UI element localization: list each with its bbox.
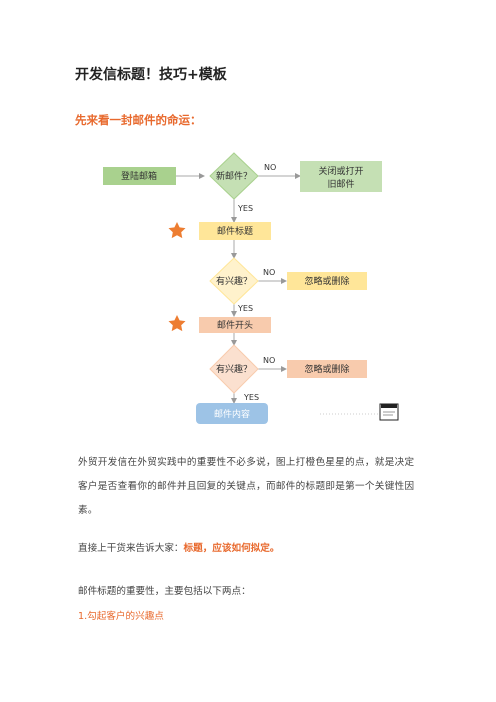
star-icon (168, 222, 186, 239)
section-subtitle: 先来看一封邮件的命运： (75, 113, 202, 127)
flow-yes1-label: YES (237, 204, 253, 213)
star-icon (168, 315, 186, 332)
importance-line: 邮件标题的重要性，主要包括以下两点： (78, 586, 251, 597)
flow-yes2-label: YES (237, 304, 253, 313)
flow-outcome1-line2: 旧邮件 (327, 178, 354, 190)
flow-no1-label: NO (264, 163, 276, 172)
flow-outcome3-label: 忽略或删除 (304, 363, 349, 375)
flow-decision3-label: 有兴趣？ (216, 363, 252, 375)
flow-start-box (103, 167, 176, 185)
flow-subject-box (199, 222, 271, 240)
flow-subject-label: 邮件标题 (217, 225, 253, 237)
guide-line-prefix: 直接上干货来告诉大家： (78, 543, 184, 554)
flow-decision2-diamond (209, 257, 259, 305)
flow-no3-label: NO (263, 356, 275, 365)
watermark-badge-icon (379, 403, 399, 421)
flow-decision1-diamond (209, 152, 259, 200)
flow-outcome1-line1: 关闭或打开 (318, 165, 363, 177)
flow-decision3-diamond (209, 344, 259, 394)
flow-decision2-label: 有兴趣？ (216, 275, 252, 287)
flow-no2-label: NO (263, 268, 275, 277)
flow-yes3-label: YES (243, 393, 259, 402)
flow-end-box (196, 403, 268, 424)
flow-end-label: 邮件内容 (214, 408, 250, 420)
flow-opening-label: 邮件开头 (217, 319, 253, 331)
intro-paragraph: 外贸开发信在外贸实践中的重要性不必多说，图上打橙色星星的点，就是决定客户是否查看… (78, 457, 415, 516)
flow-outcome3-box (287, 360, 367, 378)
flow-outcome2-label: 忽略或删除 (304, 275, 349, 287)
guide-line: 直接上干货来告诉大家：标题，应该如何拟定。 (78, 540, 279, 554)
guide-line-highlight: 标题，应该如何拟定。 (183, 543, 280, 554)
flow-start-label: 登陆邮箱 (121, 170, 157, 182)
flow-outcome2-box (287, 272, 367, 290)
flow-decision1-label: 新邮件？ (216, 170, 252, 182)
flow-outcome1-box (300, 161, 382, 192)
page-title: 开发信标题！技巧+模板 (75, 67, 227, 83)
flow-opening-box (199, 317, 271, 333)
flow-connectors (176, 173, 301, 404)
point-one-heading: 1.勾起客户的兴趣点 (78, 611, 164, 622)
